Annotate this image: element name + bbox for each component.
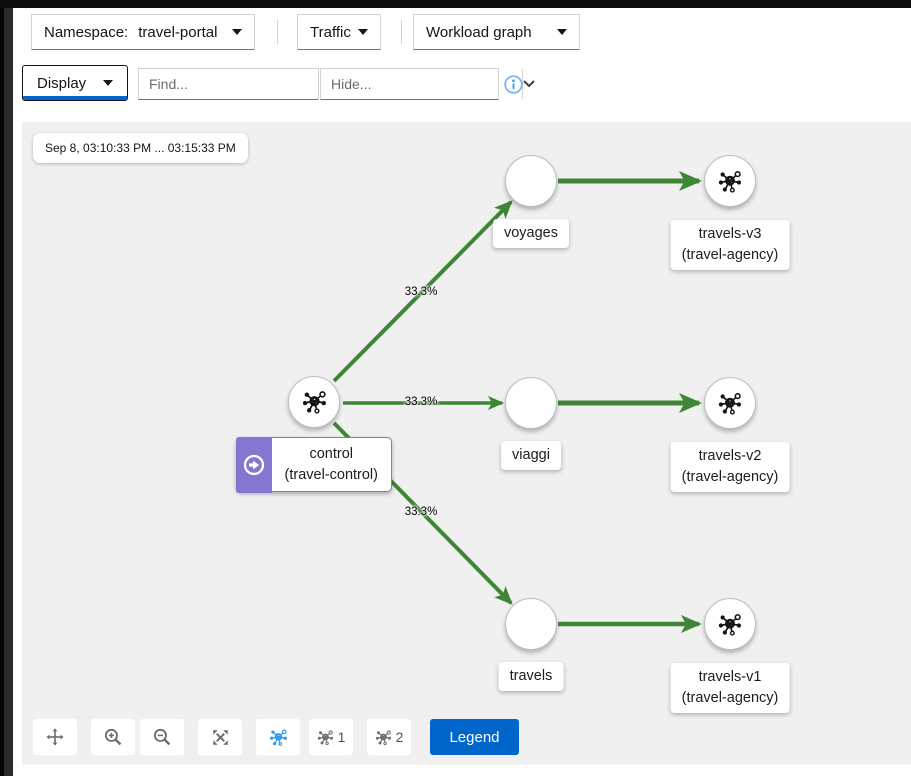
- find-combo[interactable]: [138, 68, 353, 100]
- namespace-label: Namespace:: [44, 23, 129, 41]
- fit-to-screen-button[interactable]: [198, 719, 242, 755]
- mesh-icon: [717, 612, 743, 636]
- chevron-down-icon: [557, 29, 567, 35]
- node-label[interactable]: voyages: [492, 219, 570, 248]
- namespace-value: travel-portal: [138, 23, 218, 41]
- layout-2-icon: [374, 729, 392, 745]
- layout-1-icon: [316, 729, 334, 745]
- edge-traffic-percentage[interactable]: 33.3%: [404, 286, 438, 298]
- graph-canvas[interactable]: Sep 8, 03:10:33 PM ... 03:15:33 PM 33.3%…: [22, 122, 911, 765]
- node-name: control: [309, 445, 354, 462]
- edge-traffic-percentage[interactable]: 33.3%: [404, 396, 438, 408]
- legend-button[interactable]: Legend: [430, 719, 519, 755]
- node-label[interactable]: viaggi: [501, 441, 561, 470]
- node-name: travels-v2: [698, 448, 762, 464]
- node-namespace: (travel-agency): [681, 690, 779, 706]
- zoom-out-button[interactable]: [140, 719, 184, 755]
- chevron-down-icon: [358, 29, 368, 35]
- edge-traffic-percentage[interactable]: 33.3%: [404, 506, 438, 518]
- zoom-in-button[interactable]: [91, 719, 135, 755]
- zoom-out-icon: [153, 728, 171, 746]
- edge-control-voyages[interactable]: [332, 200, 513, 383]
- graph-type-label: Workload graph: [426, 23, 532, 41]
- fit-to-screen-icon: [212, 729, 228, 745]
- mesh-icon: [717, 169, 743, 193]
- time-range-chip: Sep 8, 03:10:33 PM ... 03:15:33 PM: [33, 133, 248, 163]
- display-menu-button[interactable]: Display: [22, 65, 128, 101]
- node-namespace: (travel-agency): [681, 469, 779, 485]
- layout-default-icon: [268, 728, 288, 746]
- toolbar-divider: [401, 20, 402, 44]
- workload-circle[interactable]: [704, 598, 756, 650]
- hide-combo[interactable]: [320, 68, 535, 100]
- traffic-source-badge: [235, 436, 272, 493]
- hide-input[interactable]: [321, 69, 522, 99]
- info-icon[interactable]: [504, 75, 523, 94]
- namespace-select[interactable]: Namespace: travel-portal: [31, 14, 255, 50]
- traffic-label: Traffic: [310, 23, 351, 41]
- find-input[interactable]: [139, 69, 340, 99]
- hide-dropdown-toggle[interactable]: [522, 69, 535, 99]
- chevron-down-icon: [103, 80, 113, 86]
- node-label-control[interactable]: control (travel-control): [235, 436, 392, 493]
- node-label[interactable]: travels-v1 (travel-agency): [670, 663, 790, 713]
- move-icon: [46, 728, 64, 746]
- workload-circle[interactable]: [288, 376, 340, 428]
- pan-button[interactable]: [33, 719, 77, 755]
- node-label[interactable]: travels-v2 (travel-agency): [670, 442, 790, 492]
- workload-circle[interactable]: [704, 377, 756, 429]
- node-label[interactable]: travels: [498, 662, 564, 691]
- chevron-down-icon: [523, 80, 535, 88]
- display-label: Display: [37, 74, 87, 92]
- zoom-in-icon: [104, 728, 122, 746]
- mesh-icon: [717, 391, 743, 415]
- mesh-icon: [301, 390, 327, 415]
- layout-default-button[interactable]: [256, 719, 300, 755]
- layout-2-number: 2: [395, 729, 404, 745]
- layout-1-button[interactable]: 1: [309, 719, 353, 755]
- node-namespace: (travel-agency): [681, 247, 779, 263]
- active-underline: [23, 96, 127, 100]
- window-left-bar: [0, 8, 13, 776]
- toolbar-divider: [277, 20, 278, 44]
- layout-2-button[interactable]: 2: [367, 719, 411, 755]
- node-namespace: (travel-control): [284, 466, 378, 483]
- node-name: travels-v3: [698, 226, 762, 242]
- traffic-source-arrow-icon: [243, 454, 264, 475]
- graph-edges-layer: [332, 171, 702, 633]
- workload-circle[interactable]: [505, 155, 557, 207]
- workload-circle[interactable]: [505, 377, 557, 429]
- layout-1-number: 1: [337, 729, 346, 745]
- node-label[interactable]: travels-v3 (travel-agency): [670, 220, 790, 270]
- workload-circle[interactable]: [505, 598, 557, 650]
- workload-circle[interactable]: [704, 155, 756, 207]
- traffic-select[interactable]: Traffic: [297, 14, 381, 50]
- node-name: travels-v1: [698, 669, 762, 685]
- chevron-down-icon: [232, 29, 242, 35]
- window-top-bar: [0, 0, 911, 8]
- graph-type-select[interactable]: Workload graph: [413, 14, 580, 50]
